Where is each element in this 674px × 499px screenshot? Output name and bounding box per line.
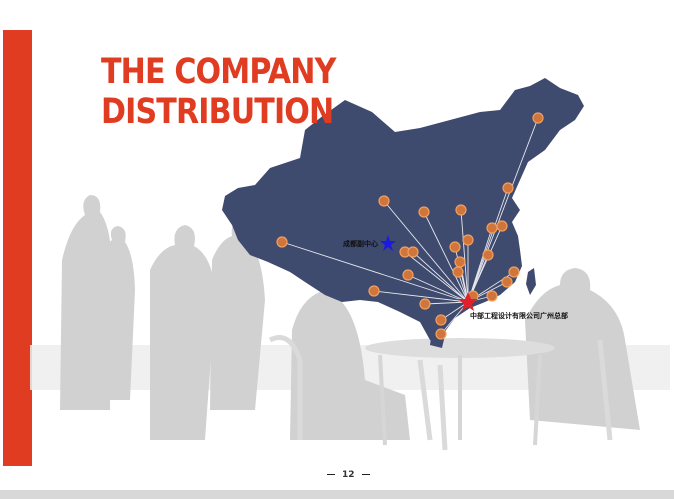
branch-dot [502, 182, 514, 194]
route-line [383, 200, 469, 303]
branch-dot [454, 256, 466, 268]
page-number-value: 12 [342, 470, 355, 480]
sub-center-label: 成都副中心 [343, 239, 378, 248]
title-line-1: THE COMPANY [101, 52, 336, 92]
branch-dot [449, 241, 461, 253]
branch-dot [452, 266, 464, 278]
slide-page: THE COMPANY DISTRIBUTION 成都副中心 中部工程设计有限公… [3, 30, 670, 480]
bottom-bar [0, 490, 674, 499]
branch-dot [462, 234, 474, 246]
route-line [467, 187, 509, 303]
branch-dot [407, 246, 419, 258]
branch-dot [496, 220, 508, 232]
accent-band [3, 30, 32, 466]
branch-dot [508, 266, 520, 278]
branch-dot [501, 276, 513, 288]
branch-dot [435, 314, 447, 326]
branch-dot [482, 249, 494, 261]
route-line [423, 211, 469, 303]
route-line [424, 301, 469, 305]
branch-dot [486, 222, 498, 234]
branch-dots [276, 112, 544, 340]
branch-dot [419, 298, 431, 310]
page-title: THE COMPANY DISTRIBUTION [101, 52, 336, 132]
page-number: 12 [320, 470, 377, 480]
route-line [467, 227, 493, 303]
china-map [222, 78, 584, 345]
branch-dot [455, 204, 467, 216]
branch-dot [368, 285, 380, 297]
hq-label: 中部工程设计有限公司广州总部 [470, 311, 568, 320]
route-line [407, 274, 469, 303]
branch-dot [402, 269, 414, 281]
route-line [404, 251, 469, 303]
hq-star-icon [458, 292, 478, 311]
branch-dot [532, 112, 544, 124]
route-line [281, 241, 469, 303]
sub-center-star-icon [380, 235, 396, 251]
branch-dot [418, 206, 430, 218]
route-line [412, 251, 469, 303]
branch-dot [378, 195, 390, 207]
route-line [467, 117, 539, 303]
branch-dot [276, 236, 288, 248]
route-line [460, 209, 469, 303]
route-line [373, 290, 469, 303]
branch-dot [435, 328, 447, 340]
branch-dot [486, 290, 498, 302]
title-line-2: DISTRIBUTION [101, 92, 334, 132]
background-silhouettes [30, 195, 670, 451]
